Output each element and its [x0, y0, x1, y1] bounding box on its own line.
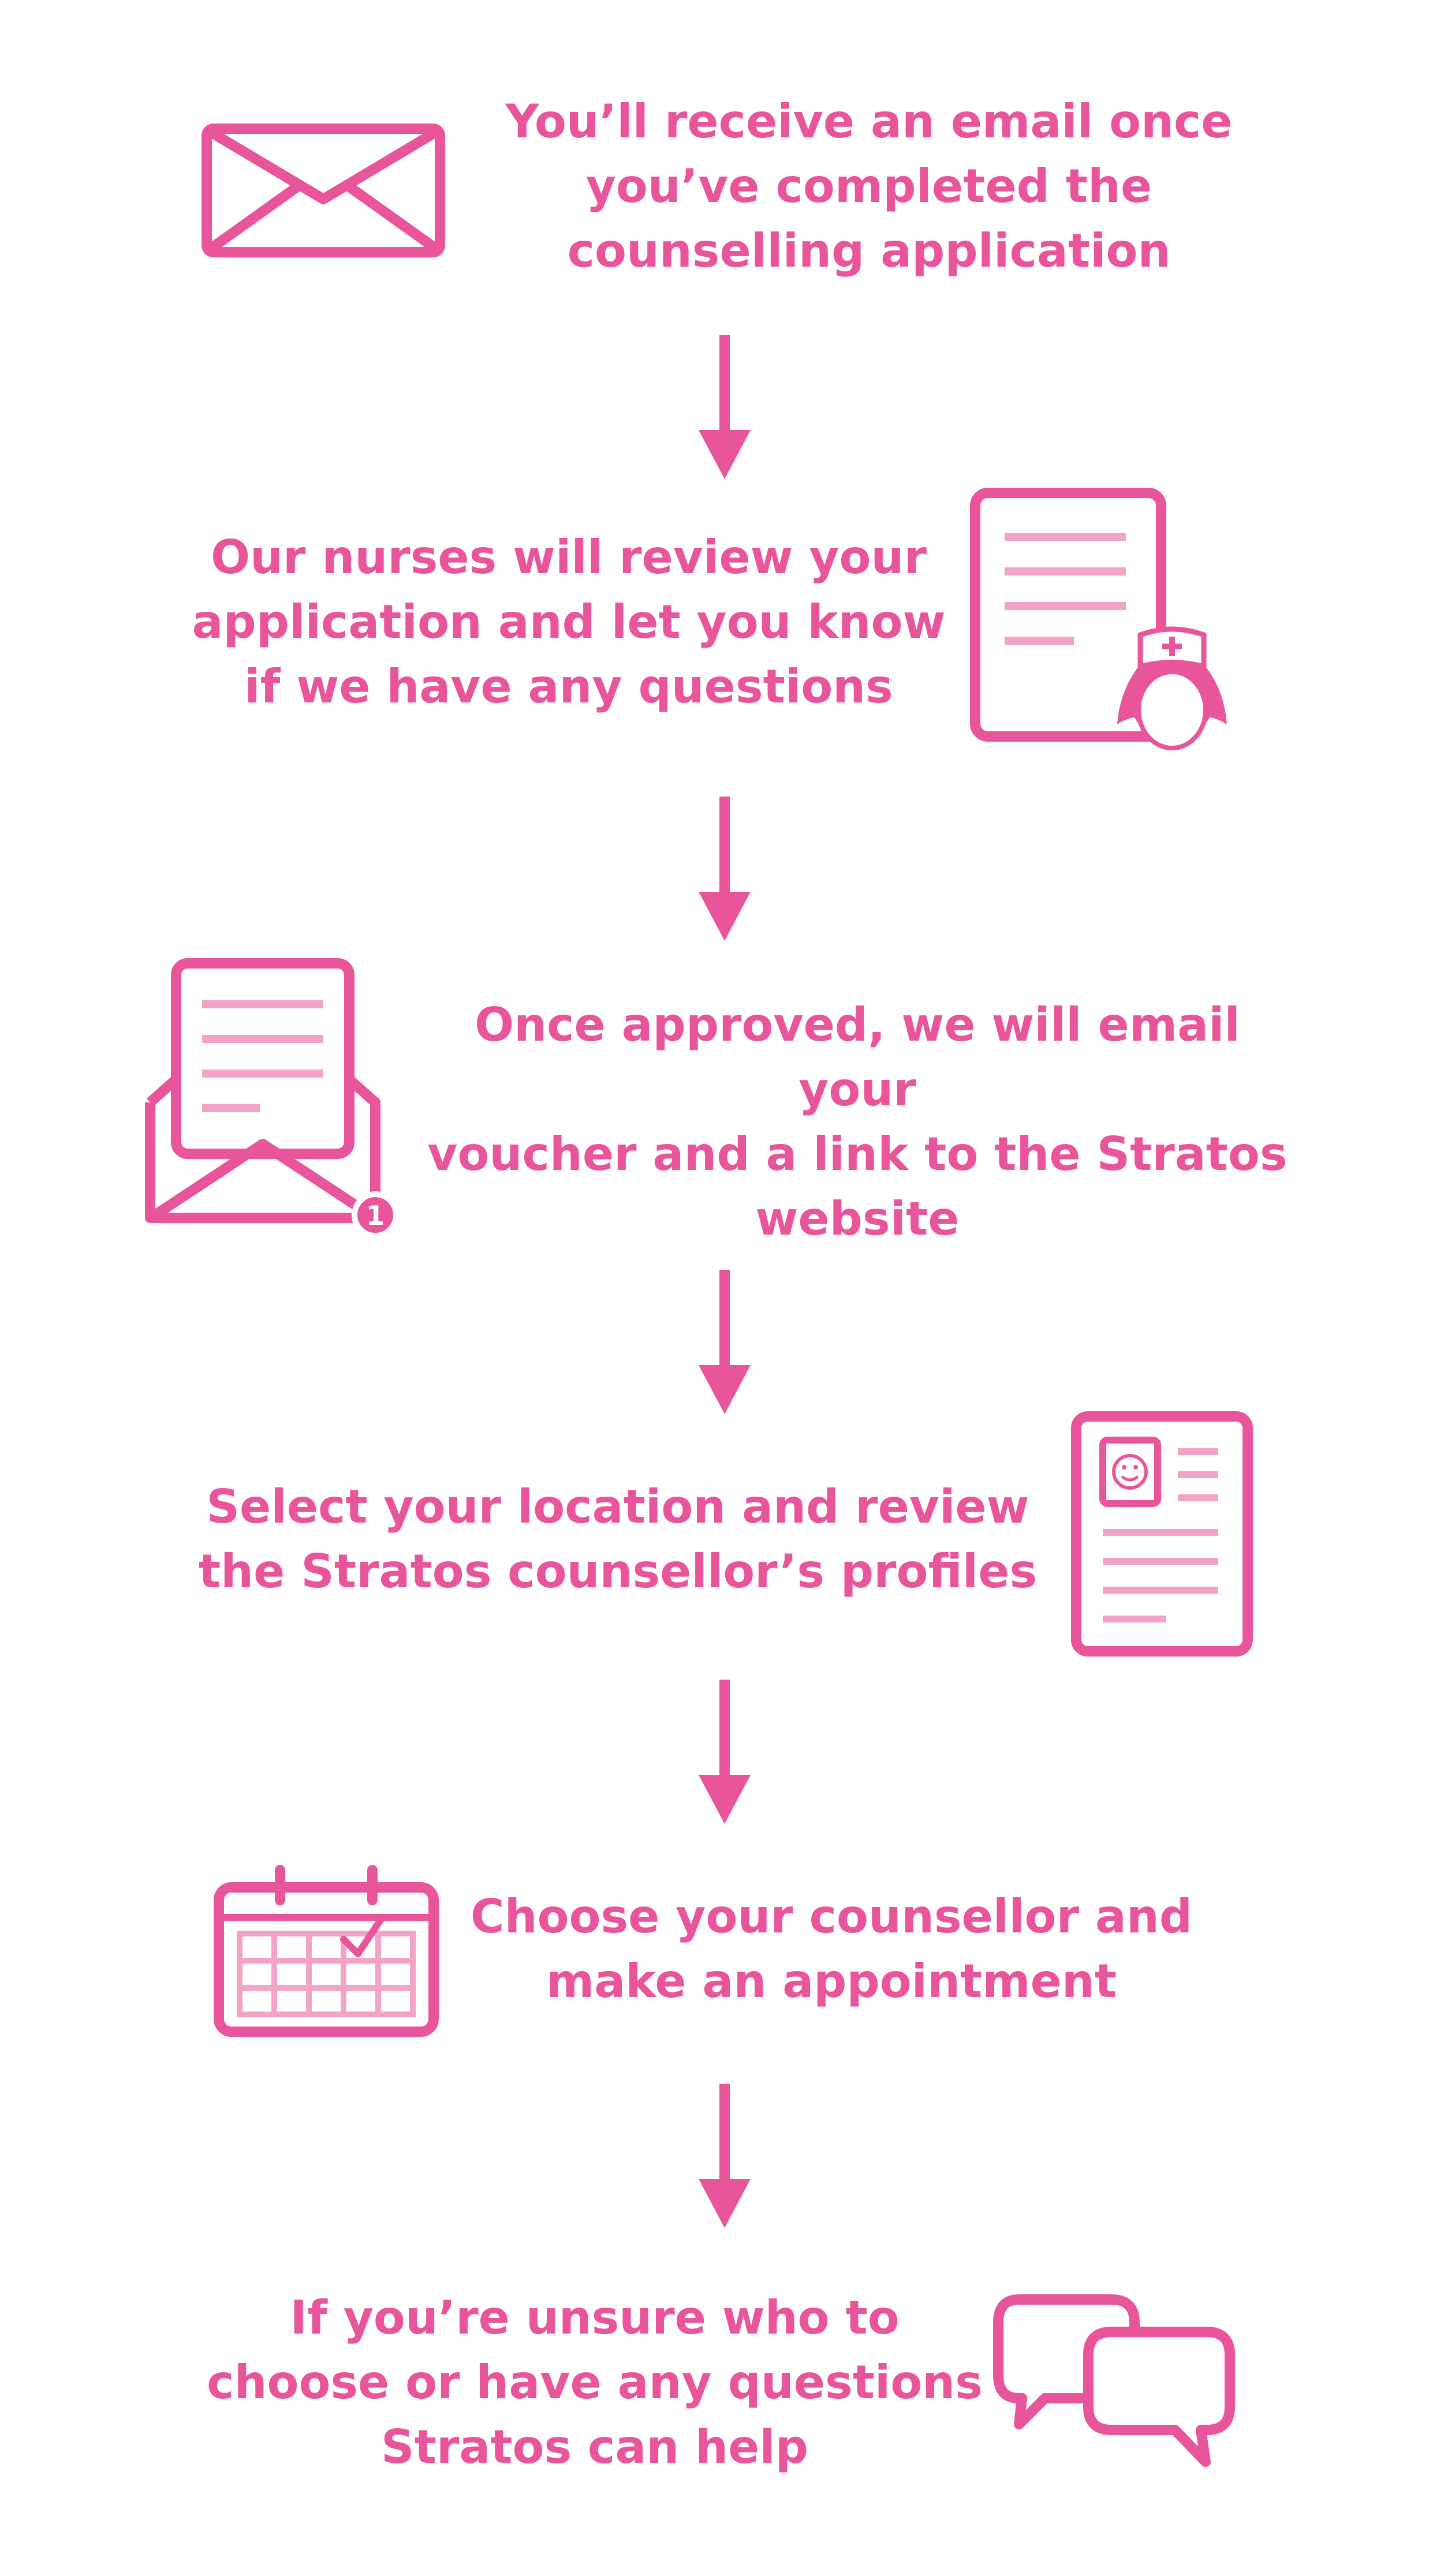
step-4-text: Select your location and review the Stra…	[198, 1480, 1038, 1598]
calendar-icon	[214, 1865, 439, 2037]
arrow-4	[699, 1680, 751, 1824]
arrow-3	[699, 1270, 751, 1414]
arrow-5	[699, 2084, 751, 2228]
notification-badge-count: 1	[366, 1200, 385, 1231]
step-1-text: You’ll receive an email once you’ve comp…	[505, 95, 1233, 278]
step-6-text: If you’re unsure who to choose or have a…	[207, 2291, 983, 2474]
envelope-icon	[202, 124, 445, 257]
nurse-document-icon	[970, 488, 1227, 750]
speech-bubbles-icon	[993, 2294, 1235, 2467]
arrow-1	[699, 335, 751, 479]
step-3-text: Once approved, we will email your vouche…	[427, 998, 1288, 1246]
step-5-text: Choose your counsellor and make an appoi…	[470, 1890, 1193, 2008]
profile-document-icon	[1071, 1411, 1253, 1657]
step-2-text: Our nurses will review your application …	[192, 530, 946, 713]
arrow-2	[699, 797, 751, 941]
open-envelope-letter-icon: 1	[145, 958, 399, 1239]
